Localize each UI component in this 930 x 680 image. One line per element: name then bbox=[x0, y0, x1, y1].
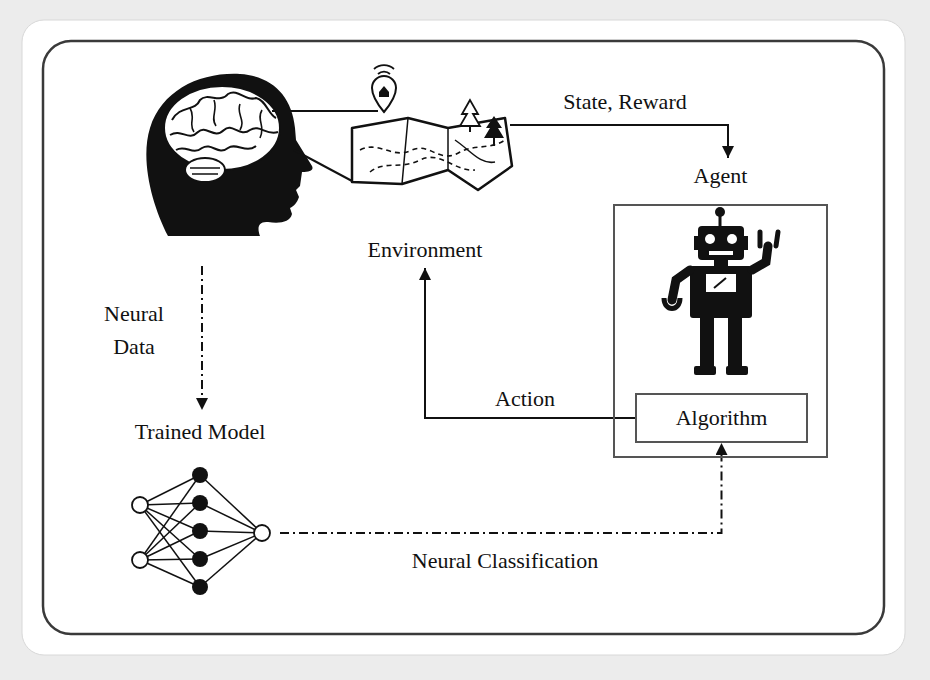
edge-label: Neural Classification bbox=[409, 544, 601, 577]
sight-line bbox=[294, 150, 352, 181]
network-illustration bbox=[132, 467, 270, 595]
edge-label: State, Reward bbox=[560, 85, 689, 118]
head-illustration bbox=[146, 74, 312, 236]
agent-node: AgentAlgorithm bbox=[613, 158, 828, 458]
connector-arrow bbox=[510, 125, 728, 158]
map-illustration bbox=[352, 65, 512, 190]
node-text: Trained Model bbox=[135, 418, 266, 446]
connector-arrow bbox=[425, 268, 635, 418]
frame bbox=[43, 41, 884, 634]
trained-model-node: Trained Model bbox=[120, 414, 280, 606]
edge-label: Action bbox=[492, 382, 558, 415]
node-text: Environment bbox=[368, 236, 483, 264]
neural-data-label: Neural Data bbox=[86, 297, 182, 363]
node-text: Algorithm bbox=[676, 404, 768, 432]
algorithm-box: Algorithm bbox=[635, 393, 808, 443]
environment-node: Environment bbox=[340, 66, 510, 268]
sight-line bbox=[272, 110, 378, 112]
card bbox=[22, 20, 905, 655]
robot-illustration bbox=[664, 207, 778, 375]
neural-data-arrow bbox=[201, 266, 203, 410]
node-text: Agent bbox=[694, 162, 748, 190]
